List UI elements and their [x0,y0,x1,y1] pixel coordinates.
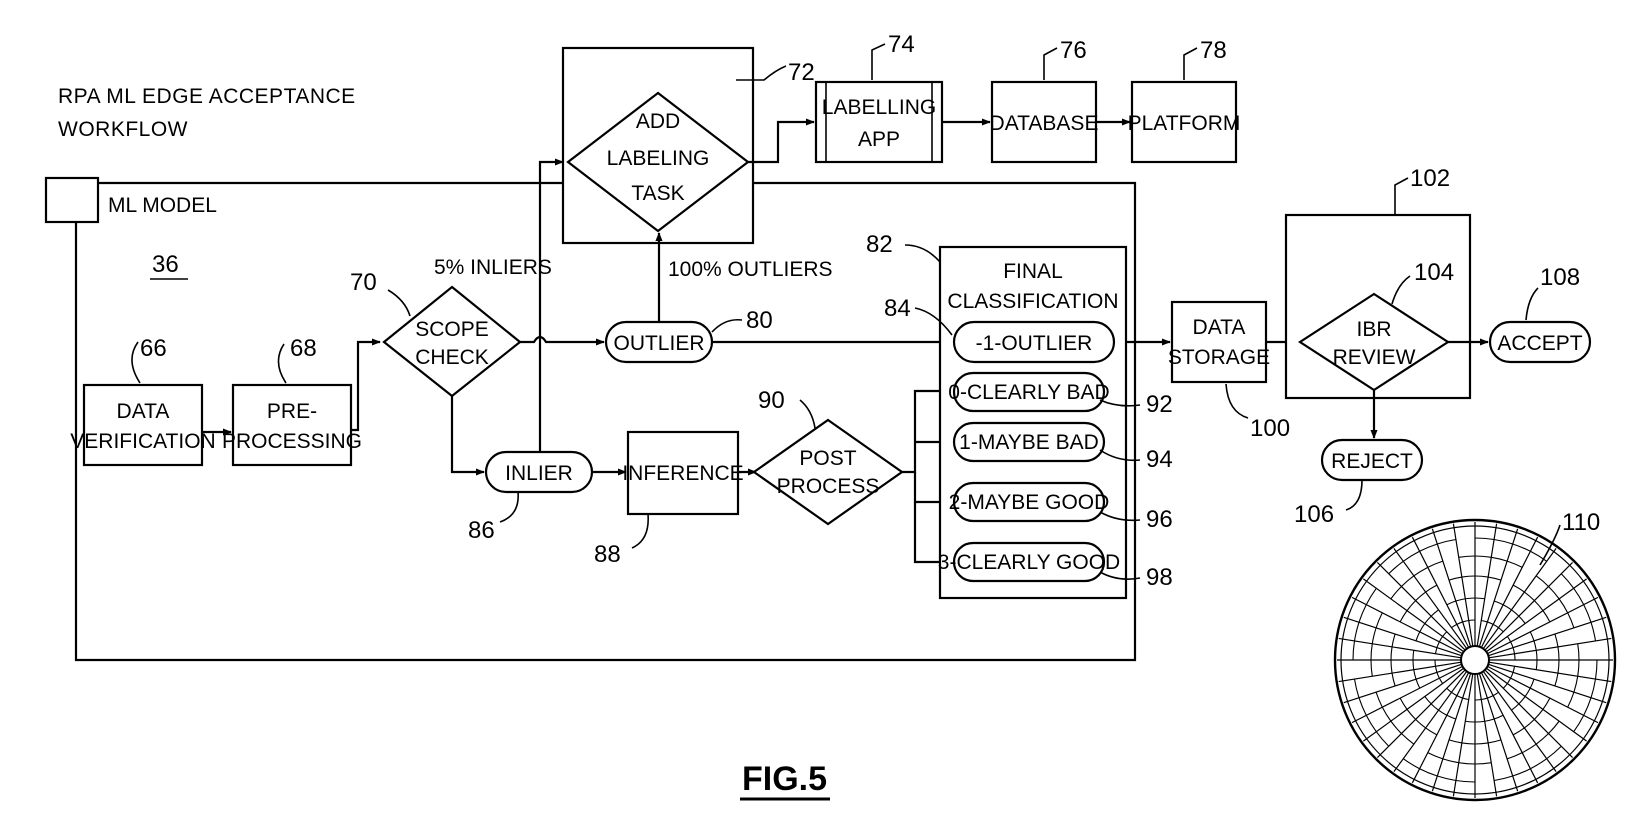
ml-model-label: ML MODEL [108,194,217,217]
reject-node: REJECT 106 [1294,440,1422,528]
scope-check-label-1: SCOPE [415,318,489,341]
platform-node: PLATFORM 78 [1128,37,1241,162]
class-maybe-bad-ref: 94 [1146,446,1173,473]
accept-ref: 108 [1540,264,1580,291]
data-verification-label-2: VERIFICATION [70,430,215,453]
labelling-app-label-1: LABELLING [822,96,936,119]
data-storage-label-2: STORAGE [1168,346,1270,369]
class-clearly-bad-label: 0-CLEARLY BAD [948,381,1109,404]
inference-ref: 88 [594,541,621,568]
labelling-app-label-2: APP [858,128,900,151]
ml-model-box [46,178,98,222]
class-maybe-good-label: 2-MAYBE GOOD [949,491,1110,514]
class-clearly-good-label: 3-CLEARLY GOOD [938,551,1120,574]
labelling-app-ref: 74 [888,31,915,58]
class-maybe-bad-label: 1-MAYBE BAD [959,431,1099,454]
review-container-ref: 102 [1410,165,1450,192]
scope-check-label-2: CHECK [415,346,489,369]
inlier-ref: 86 [468,517,495,544]
diagram-title-line2: WORKFLOW [58,118,188,141]
pre-processing-label-2: PROCESSING [222,430,362,453]
pre-processing-ref: 68 [290,335,317,362]
inference-label: INFERENCE [622,462,743,485]
wheel-illustration [1335,520,1615,800]
accept-node: ACCEPT 108 [1490,264,1590,362]
outlier-label: OUTLIER [613,332,704,355]
post-process-label-2: PROCESS [777,475,880,498]
pre-processing-label-1: PRE- [267,400,317,423]
platform-label: PLATFORM [1128,112,1241,135]
class-clearly-bad-ref: 92 [1146,391,1173,418]
class-clearly-good-ref: 98 [1146,564,1173,591]
add-labeling-task-label-2: LABELING [607,147,710,170]
outlier-ref: 80 [746,307,773,334]
data-storage-ref: 100 [1250,415,1290,442]
ml-model-ref: 36 [152,251,179,278]
final-classification-ref: 82 [866,231,893,258]
review-container: 102 IBR REVIEW 104 [1286,165,1470,398]
platform-ref: 78 [1200,37,1227,64]
class-outlier-label: -1-OUTLIER [976,332,1093,355]
data-verification-ref: 66 [140,335,167,362]
outliers-percent-label: 100% OUTLIERS [668,258,833,281]
inliers-percent-label: 5% INLIERS [434,256,552,279]
outlier-node: OUTLIER 80 [606,307,773,362]
final-classification-container: FINAL CLASSIFICATION 82 -1-OUTLIER 0-CLE… [866,231,1126,598]
reject-label: REJECT [1331,450,1413,473]
post-process-node: POST PROCESS 90 [754,387,902,524]
pre-processing-node: PRE- PROCESSING 68 [222,335,362,465]
database-node: DATABASE 76 [990,37,1099,162]
labelling-app-node: LABELLING APP 74 [816,31,942,162]
add-labeling-task-label-1: ADD [636,110,680,133]
inlier-label: INLIER [505,462,573,485]
data-verification-node: DATA VERIFICATION 66 [70,335,215,465]
reject-ref: 106 [1294,501,1334,528]
final-classification-label-1: FINAL [1003,260,1063,283]
post-process-label-1: POST [799,447,856,470]
labeling-task-container-ref: 72 [788,59,815,86]
accept-label: ACCEPT [1497,332,1582,355]
inlier-node: INLIER 86 [468,452,592,544]
diagram-title-line1: RPA ML EDGE ACCEPTANCE [58,85,356,108]
data-verification-label-1: DATA [117,400,170,423]
final-classification-label-2: CLASSIFICATION [947,290,1118,313]
scope-check-ref: 70 [350,269,377,296]
class-outlier-ref: 84 [884,295,911,322]
data-storage-node: DATA STORAGE 100 [1168,302,1290,442]
wheel-ref: 110 [1562,509,1600,536]
ibr-review-label-2: REVIEW [1333,346,1416,369]
figure-label: FIG.5 [742,760,827,798]
inference-node: INFERENCE 88 [594,432,744,568]
post-process-ref: 90 [758,387,785,414]
add-labeling-task-label-3: TASK [631,182,684,205]
scope-check-node: SCOPE CHECK 70 [350,269,520,396]
ibr-review-label-1: IBR [1356,318,1391,341]
database-ref: 76 [1060,37,1087,64]
ibr-review-ref: 104 [1414,259,1454,286]
data-storage-label-1: DATA [1193,316,1246,339]
class-maybe-good-ref: 96 [1146,506,1173,533]
database-label: DATABASE [990,112,1099,135]
